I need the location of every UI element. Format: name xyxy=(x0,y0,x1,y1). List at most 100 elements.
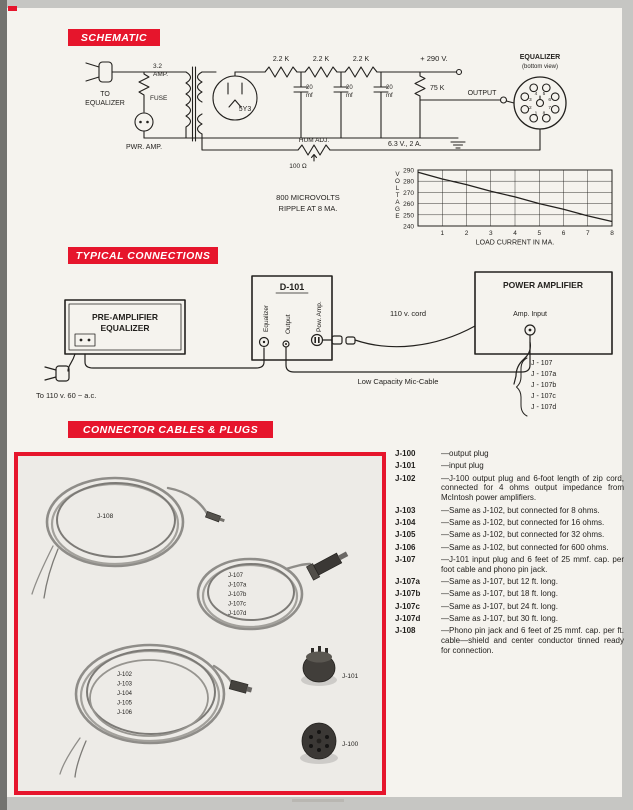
tube-label: 5Y3 xyxy=(239,106,252,113)
connector-cables-banner: CONNECTOR CABLES & PLUGS xyxy=(68,421,273,438)
definition-id: J-108 xyxy=(395,626,416,636)
power-cord xyxy=(321,325,476,348)
equalizer-socket-symbol xyxy=(513,76,567,130)
cable-coil-j107 xyxy=(196,557,312,631)
photo-label-j102: J-102 xyxy=(117,672,133,678)
socket-subtitle: (bottom view) xyxy=(522,64,558,70)
xtick-1: 1 xyxy=(440,230,444,237)
definition-item: J-108 —Phono pin jack and 6 feet of 25 m… xyxy=(395,626,624,655)
scan-edge-strip xyxy=(0,0,7,810)
definition-item: J-104 —Same as J-102, but connected for … xyxy=(395,518,624,528)
definition-id: J-107c xyxy=(395,601,420,611)
definition-id: J-107d xyxy=(395,614,421,624)
photo-label-j106: J-106 xyxy=(117,710,133,716)
photo-label-j107-stack: J-107 J-107a J-107b J-107c J-107d xyxy=(228,573,247,617)
plug-j101-icon xyxy=(301,646,337,686)
b-plus-terminal xyxy=(455,68,463,76)
chart-grid xyxy=(418,170,612,226)
definition-id: J-104 xyxy=(395,517,416,527)
connector-definitions: J-100 —output plug J-101 —input plug J-1… xyxy=(395,449,624,658)
xtick-8: 8 xyxy=(610,230,614,237)
definition-text: —Same as J-107, but 12 ft. long. xyxy=(441,577,558,586)
fuse-label: FUSE xyxy=(150,95,168,102)
mic-cable xyxy=(285,341,531,373)
photo-label-j104: J-104 xyxy=(117,691,133,697)
schematic-diagram: TO EQUALIZER 3.2 AMP. FUSE PWR. AMP. 5Y3… xyxy=(85,54,614,247)
xtick-5: 5 xyxy=(537,230,541,237)
resistor-label-3: 2.2 K xyxy=(353,56,370,63)
definition-text: —Same as J-102, but connected for 32 ohm… xyxy=(441,530,605,540)
b-plus-label: + 290 V. xyxy=(420,54,447,63)
mic-cable-label: Low Capacity Mic-Cable xyxy=(358,377,439,386)
d101-title: D-101 xyxy=(280,282,305,292)
filter-resistor-3 xyxy=(344,66,378,78)
definition-id: J-107b xyxy=(395,589,421,599)
photo-label-j107: J-107 xyxy=(228,573,244,579)
chart-ylabel: VOLTAGE xyxy=(394,171,401,220)
definition-item: J-103 —Same as J-102, but connected for … xyxy=(395,506,624,516)
photo-label-j107b: J-107b xyxy=(228,592,247,598)
d101-box xyxy=(251,275,333,361)
jack-list-item-3: J - 107b xyxy=(531,382,556,389)
hum-adj-value: 100 Ω xyxy=(289,163,307,170)
preamp-title-1: PRE-AMPLIFIER xyxy=(92,312,158,322)
rectifier-tube-symbol xyxy=(212,71,258,121)
cables-photo: J-108 J-107 J-107a J-107b J-107c J-107d xyxy=(31,476,359,778)
bleeder-resistor-symbol xyxy=(414,71,426,139)
chart-annotation-2: RIPPLE AT 8 MA. xyxy=(279,204,338,213)
ground-symbol-icon xyxy=(450,141,466,149)
socket-pin-3: 3 xyxy=(529,97,532,103)
bleeder-label: 75 K xyxy=(430,85,445,92)
ytick-240: 240 xyxy=(403,224,414,231)
definition-id: J-106 xyxy=(395,542,416,552)
xtick-7: 7 xyxy=(586,230,590,237)
definition-text: —input plug xyxy=(441,461,484,471)
socket-pin-6: 6 xyxy=(548,97,551,103)
d101-port-pow-amp: Pow. Amp. xyxy=(316,301,323,332)
to-equalizer-label-1: TO xyxy=(100,91,110,98)
connections-diagram: PRE-AMPLIFIER EQUALIZER D-101 Equalizer … xyxy=(36,271,613,417)
socket-pin-1: 1 xyxy=(535,111,538,117)
socket-pin-5: 5 xyxy=(543,91,546,97)
jack-list-item-1: J - 107 xyxy=(531,360,553,367)
chart-xlabel: LOAD CURRENT IN MA. xyxy=(476,240,554,247)
ytick-260: 260 xyxy=(403,201,414,208)
socket-pin-4: 4 xyxy=(535,91,538,97)
print-artifact xyxy=(292,799,344,802)
jack-list-item-2: J - 107a xyxy=(531,371,556,378)
xtick-4: 4 xyxy=(513,230,517,237)
definition-id: J-102 xyxy=(395,473,416,483)
brace-icon xyxy=(516,357,528,417)
preamp-equalizer-box xyxy=(64,299,186,355)
ac-plug-icon xyxy=(85,61,187,83)
definition-item: J-107 —J-101 input plug and 6 feet of 25… xyxy=(395,555,624,575)
definition-id: J-107 xyxy=(395,554,416,564)
output-line xyxy=(419,96,515,104)
definition-text: —Phono pin jack and 6 feet of 25 mmf. ca… xyxy=(441,626,624,655)
output-cable-to-jacks xyxy=(513,334,531,417)
definition-item: J-107d —Same as J-107, but 30 ft. long. xyxy=(395,614,624,624)
cap-label-1b: mf xyxy=(306,93,313,99)
typical-connections-banner: TYPICAL CONNECTIONS xyxy=(68,247,218,264)
mains-plug-icon xyxy=(44,353,76,382)
hum-adj-label: HUM ADJ. xyxy=(299,137,330,144)
photo-label-j105: J-105 xyxy=(117,701,133,707)
socket-pin-2: 2 xyxy=(529,105,532,111)
fuse-symbol xyxy=(138,71,150,113)
ytick-280: 280 xyxy=(403,179,414,186)
resistor-label-2: 2.2 K xyxy=(313,56,330,63)
d101-port-equalizer: Equalizer xyxy=(263,304,270,332)
phono-plug-j107-icon xyxy=(305,551,349,581)
to-equalizer-label-2: EQUALIZER xyxy=(85,100,125,107)
d101-port-output: Output xyxy=(285,314,292,334)
equalizer-cable xyxy=(84,347,265,369)
power-amplifier-title: POWER AMPLIFIER xyxy=(503,280,583,290)
definition-id: J-101 xyxy=(395,461,416,471)
photo-label-j103: J-103 xyxy=(117,682,133,688)
fuse-rating-2: AMP. xyxy=(153,71,168,78)
cap-label-2b: mf xyxy=(346,93,353,99)
xtick-3: 3 xyxy=(489,230,493,237)
definition-id: J-100 xyxy=(395,449,416,458)
jack-list-item-4: J - 107c xyxy=(531,393,556,400)
ytick-270: 270 xyxy=(403,190,414,197)
